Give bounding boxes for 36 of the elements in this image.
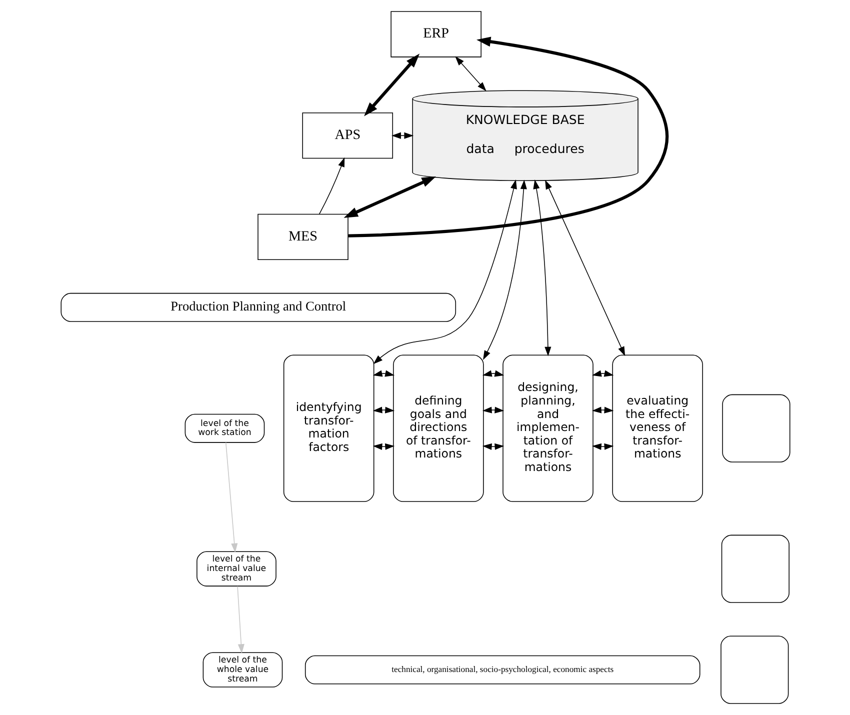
- node-box: evaluating the effecti- veness of transfor- mations: [612, 354, 702, 502]
- node-box: ERP: [390, 11, 481, 58]
- arrow: [454, 56, 486, 92]
- arrow: [318, 157, 344, 214]
- node-box: [720, 636, 788, 704]
- node-box: level of the work station: [184, 414, 264, 443]
- arrow: [372, 406, 394, 414]
- node-box: Production Planning and Control: [60, 292, 456, 322]
- node-box: designing, planning, and implemen- tation of transfor- mations: [502, 354, 593, 502]
- arrow: [372, 180, 516, 364]
- arrow: [482, 443, 504, 450]
- arrow: [591, 443, 614, 450]
- node-box: [720, 534, 789, 603]
- arrow: [348, 36, 668, 238]
- node-box: level of the whole value stream: [202, 652, 282, 688]
- arrow: [482, 180, 526, 360]
- arrow: [391, 132, 414, 139]
- node-box: defining goals and directions of transfor- mations: [392, 354, 484, 502]
- arrow: [591, 406, 614, 414]
- arrow: [372, 443, 394, 450]
- arrow: [224, 442, 238, 553]
- node-box: technical, organisational, socio-psychological, economic aspects: [304, 655, 700, 684]
- arrow: [372, 370, 394, 377]
- arrow: [236, 586, 244, 654]
- node-box: [722, 394, 790, 462]
- arrow: [544, 180, 625, 356]
- node-box: level of the internal value stream: [196, 551, 276, 586]
- arrow: [532, 180, 551, 356]
- arrow: [343, 176, 436, 218]
- node-box: APS: [302, 112, 393, 159]
- arrow: [592, 370, 614, 377]
- arrow: [482, 370, 504, 377]
- arrow: [482, 406, 504, 414]
- node-box: identyfying transfor- mation factors: [282, 354, 374, 502]
- node-box: MES: [257, 214, 348, 260]
- arrow: [364, 54, 420, 116]
